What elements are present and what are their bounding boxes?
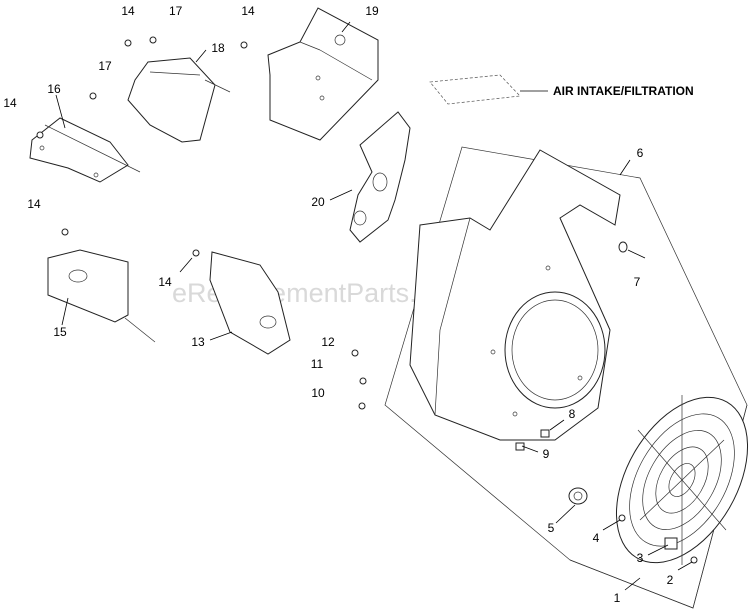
part-20-bracket xyxy=(349,111,411,243)
label-16: 16 xyxy=(47,82,61,96)
hardware xyxy=(36,36,698,564)
label-13: 13 xyxy=(191,335,205,349)
label-4: 4 xyxy=(593,531,600,545)
label-11: 11 xyxy=(311,357,324,371)
part-7-plug xyxy=(618,241,628,253)
part-19-shield xyxy=(267,7,379,141)
label-2: 2 xyxy=(667,573,674,587)
label-3: 3 xyxy=(637,551,644,565)
label-8: 8 xyxy=(569,407,576,421)
label-14: 14 xyxy=(121,4,135,18)
label-9: 9 xyxy=(543,447,550,461)
label-10: 10 xyxy=(311,386,325,400)
part-5-spacer xyxy=(568,487,588,505)
label-6: 6 xyxy=(637,146,644,160)
label-5: 5 xyxy=(548,521,555,535)
label-1: 1 xyxy=(614,591,621,605)
label-17: 17 xyxy=(98,59,112,73)
part-16-plate xyxy=(29,117,141,183)
part-6-blower-housing xyxy=(409,149,621,441)
label-14: 14 xyxy=(158,275,172,289)
label-17: 17 xyxy=(169,4,183,18)
label-7: 7 xyxy=(634,275,641,289)
label-12: 12 xyxy=(321,335,335,349)
label-18: 18 xyxy=(211,41,225,55)
label-14: 14 xyxy=(27,197,41,211)
label-19: 19 xyxy=(365,4,379,18)
part-15-plate xyxy=(47,249,156,343)
air-intake-reference xyxy=(429,74,521,105)
label-15: 15 xyxy=(53,325,67,339)
label-20: 20 xyxy=(311,195,325,209)
part-18-bracket xyxy=(127,57,231,143)
part-13-cover xyxy=(209,251,291,355)
label-14: 14 xyxy=(241,4,255,18)
part-1-grille xyxy=(615,395,749,565)
leader-lines xyxy=(55,21,693,591)
label-14: 14 xyxy=(3,96,17,110)
callout-air-intake: AIR INTAKE/FILTRATION xyxy=(553,84,694,98)
